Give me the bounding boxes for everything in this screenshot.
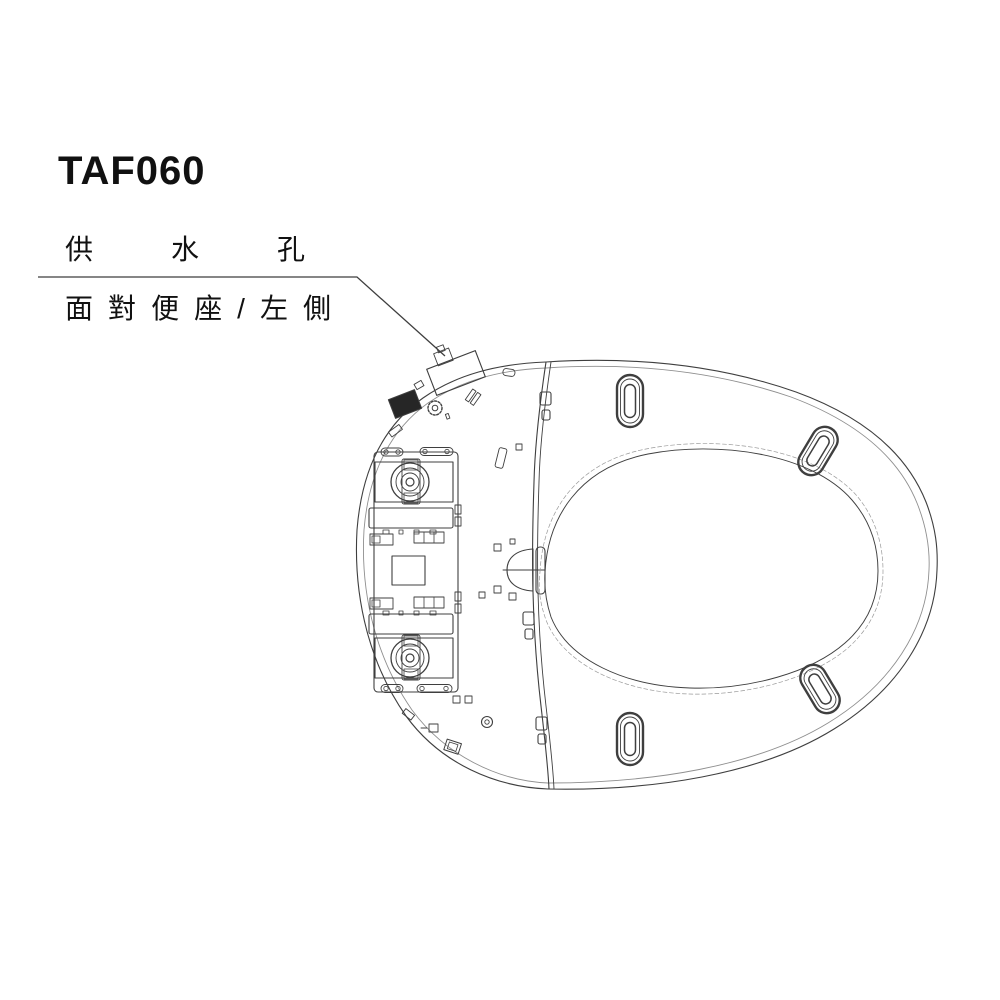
center-access-square [391,555,426,586]
model-number: TAF060 [58,149,206,193]
water-inlet-connector [426,344,486,396]
callout-leader-line [38,276,446,357]
mechanism-panel [373,447,462,693]
terminal-plate-bottom [368,596,454,635]
terminal-plate-top [368,507,454,546]
pump-assembly-top [374,458,454,505]
lower-hardware [401,695,494,755]
washer-icon [427,400,443,416]
housing-seam [522,361,555,790]
callout-sublabel: 面對便座/左側 [65,293,331,324]
seat-drawing [355,344,938,790]
dark-connector-block [387,389,423,419]
pump-assembly-bottom [374,634,454,681]
scattered-hardware [387,368,523,469]
seat-opening [538,443,884,695]
